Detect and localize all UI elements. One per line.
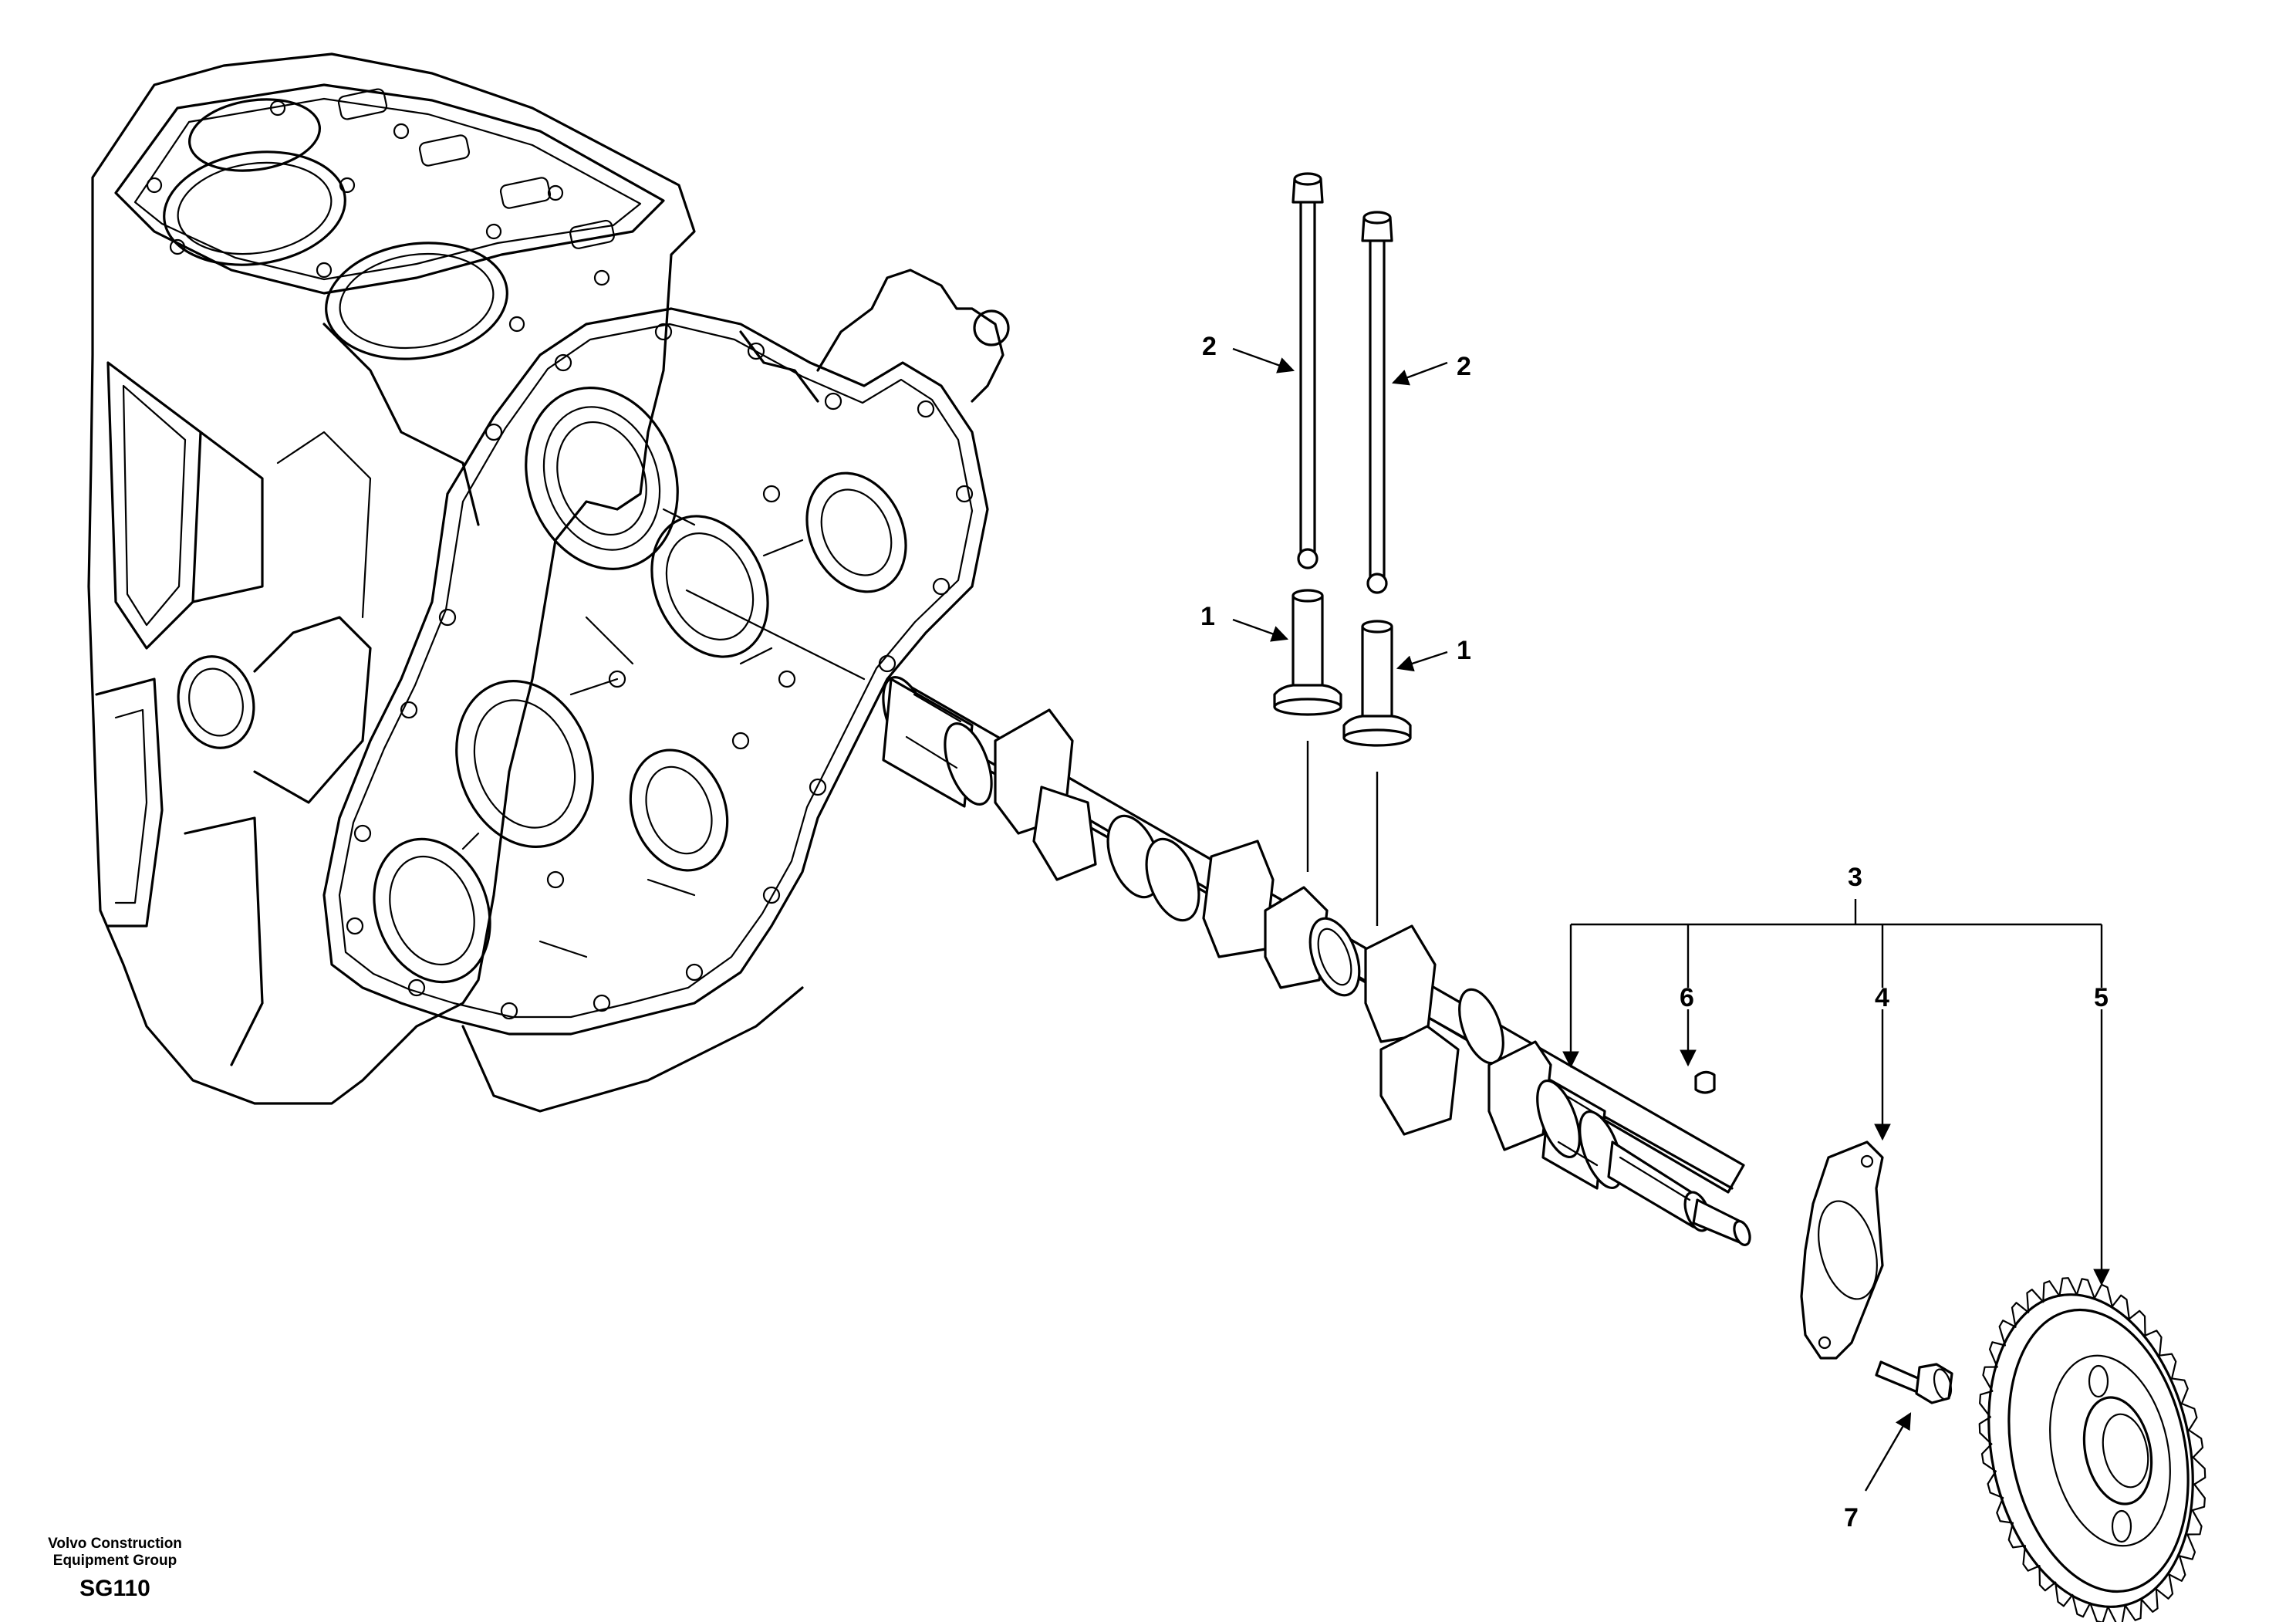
drawing-footer: Volvo Construction Equipment Group SG110 [34,1536,196,1602]
callout-2-right: 2 [1457,352,1471,381]
company-name-line2: Equipment Group [52,1553,177,1569]
callout-5: 5 [2094,983,2109,1012]
gear-tooth [2071,1593,2092,1618]
gear-tooth [2111,1294,2130,1320]
woodruff-key [1694,1070,1716,1094]
bolt [1875,1360,1953,1404]
gear-tooth [2124,1598,2142,1621]
gear-tooth [1998,1320,2017,1347]
gear-tooth [2180,1402,2198,1431]
gear-tooth [2022,1545,2041,1572]
callout-1-left: 1 [1200,602,1215,631]
gear-tooth [1996,1496,2014,1524]
gear-tooth [2188,1429,2204,1458]
gear-tooth [2038,1565,2057,1592]
callout-7: 7 [1844,1503,1859,1532]
callout-6: 6 [1680,983,1694,1012]
callout-4: 4 [1875,983,1889,1012]
thrust-plate [1800,1140,1884,1360]
cam-gear [1978,1277,2207,1622]
callout-leaders [1232,347,2110,1492]
gear-tooth [1980,1443,1997,1472]
gear-tooth [2140,1588,2159,1613]
gear-tooth [2191,1483,2206,1512]
gear-tooth [2155,1573,2174,1600]
gear-tooth [2093,1283,2113,1308]
gear-tooth [2055,1581,2074,1607]
camshaft [685,589,1751,1246]
gear-tooth [2144,1330,2163,1357]
gear-tooth [2042,1280,2061,1303]
gear-tooth [2168,1555,2186,1582]
gear-tooth [2128,1309,2146,1336]
push-rods [1292,172,1393,594]
gear-tooth [2011,1302,2030,1328]
gear-tooth [2159,1353,2177,1380]
gear-tooth [2075,1278,2095,1299]
callout-labels: 2 2 1 1 3 6 4 5 7 [1200,332,2109,1532]
gear-tooth [1979,1390,1994,1418]
gear-tooth [2192,1456,2207,1485]
callout-1-right: 1 [1457,636,1471,665]
gear-tooth [2186,1509,2203,1536]
gear-tooth [1978,1416,1993,1445]
callout-2-left: 2 [1202,332,1217,361]
gear-tooth [2058,1277,2078,1297]
callout-3: 3 [1848,863,1862,892]
gear-tooth [2007,1522,2026,1549]
tappets [1273,589,1412,926]
gear-tooth [1988,1341,2006,1368]
gear-tooth [1982,1366,1998,1392]
engine-block [87,52,1010,1113]
company-name-line1: Volvo Construction [48,1536,182,1552]
gear-tooth [2026,1289,2044,1313]
gear-tooth [2170,1377,2189,1405]
gear-tooth [2107,1604,2126,1622]
gear-tooth [2179,1533,2196,1560]
gear-tooth [1987,1470,2004,1499]
drawing-code: SG110 [79,1576,150,1601]
